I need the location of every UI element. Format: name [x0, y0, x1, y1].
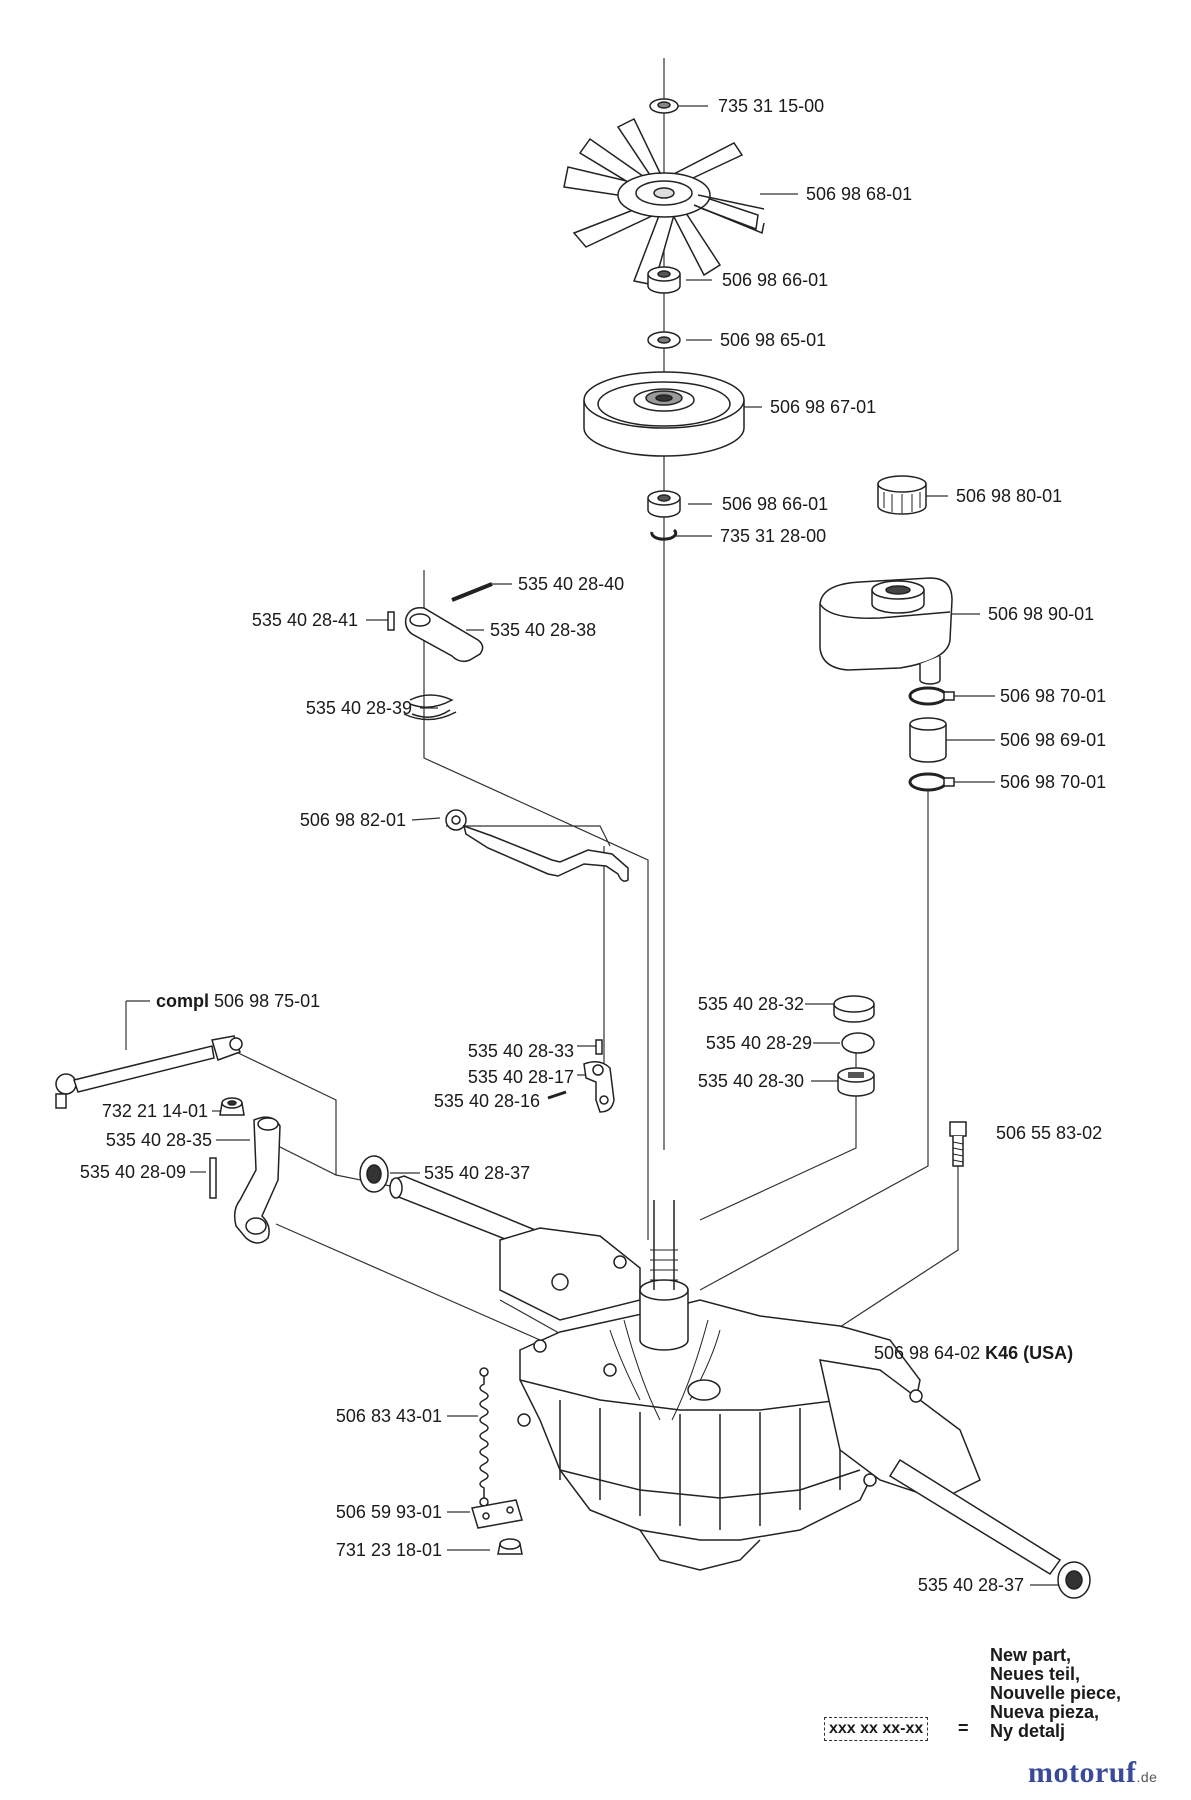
part-label: 535 40 28-37: [917, 1575, 1024, 1595]
hose: [910, 718, 946, 762]
control-arm: [548, 1062, 614, 1112]
part-label: 535 40 28-17: [467, 1067, 574, 1087]
part-label: 535 40 28-40: [518, 574, 625, 594]
part-label: 506 98 70-01: [1000, 772, 1107, 792]
circlip: [652, 530, 676, 539]
part-label: 732 21 14-01: [101, 1101, 208, 1121]
tie-rod: [56, 1036, 242, 1108]
part-label: 535 40 28-33: [467, 1041, 574, 1061]
part-label: 731 23 18-01: [335, 1540, 442, 1560]
bypass-arm: [388, 584, 492, 720]
washer: [648, 332, 680, 348]
steering-arm: [235, 1117, 280, 1243]
hose-clamp-lower: [910, 774, 954, 790]
brand-watermark: motoruf.de: [1028, 1756, 1157, 1790]
compl-prefix: compl: [156, 991, 210, 1011]
hose-clamp-upper: [910, 688, 954, 704]
part-label: 506 83 43-01: [335, 1406, 442, 1426]
return-spring: [480, 1368, 488, 1506]
part-label: 506 55 83-02: [996, 1123, 1103, 1143]
hex-nut: [498, 1539, 522, 1554]
pin-small: [596, 1040, 602, 1054]
tank-cap: [878, 476, 926, 514]
part-label-compl: compl 506 98 75-01: [156, 991, 320, 1011]
brand-tld: .de: [1136, 1769, 1158, 1785]
legend-line: Nueva pieza,: [990, 1702, 1100, 1722]
part-label-housing: 506 98 64-02 K46 (USA): [874, 1343, 1073, 1363]
expansion-tank: [820, 578, 952, 684]
spring-bracket: [472, 1500, 522, 1528]
legend-line: New part,: [990, 1645, 1072, 1665]
spacer-upper: [648, 267, 680, 293]
legend-line: Neues teil,: [990, 1664, 1081, 1684]
part-label: 535 40 28-38: [490, 620, 597, 640]
part-label: 535 40 28-30: [697, 1071, 804, 1091]
part-label: 506 98 66-01: [722, 270, 829, 290]
part-label: 535 40 28-29: [705, 1033, 812, 1053]
legend-line: Nouvelle piece,: [990, 1683, 1122, 1703]
pulley: [584, 372, 744, 456]
new-part-legend: New part, Neues teil, Nouvelle piece, Nu…: [990, 1646, 1121, 1741]
part-label: 735 31 28-00: [720, 526, 827, 546]
plug: [834, 996, 874, 1022]
cooling-fan: [564, 119, 764, 285]
part-label: 735 31 15-00: [718, 96, 825, 116]
part-label: 506 98 68-01: [806, 184, 913, 204]
lock-nut: [220, 1098, 244, 1115]
top-nut: [650, 99, 678, 113]
pin-long: [210, 1158, 216, 1198]
shaft-seal-right: [1058, 1562, 1090, 1598]
part-label: 506 98 80-01: [956, 486, 1063, 506]
part-label: 506 98 90-01: [988, 604, 1095, 624]
shaft-seal-left: [360, 1156, 388, 1192]
brand-name: motoruf: [1028, 1756, 1137, 1789]
transmission-housing: [390, 1176, 1060, 1574]
bolt: [950, 1122, 966, 1166]
part-label: 506 98 82-01: [299, 810, 406, 830]
part-label: 535 40 28-35: [105, 1130, 212, 1150]
part-label: 506 98 66-01: [722, 494, 829, 514]
part-label: 506 98 70-01: [1000, 686, 1107, 706]
valve-cap: [838, 1068, 874, 1096]
part-label: 506 98 65-01: [720, 330, 827, 350]
part-label: 506 98 69-01: [1000, 730, 1107, 750]
spacer-lower: [648, 491, 680, 517]
model-note: K46 (USA): [985, 1343, 1074, 1363]
part-label: 535 40 28-37: [424, 1163, 531, 1183]
o-ring: [842, 1033, 874, 1053]
part-label: 535 40 28-16: [433, 1091, 540, 1111]
legend-line: Ny detalj: [990, 1721, 1066, 1741]
part-label: 535 40 28-39: [305, 698, 412, 718]
new-part-sample: xxx xx xx-xx: [824, 1717, 929, 1741]
part-label: 535 40 28-32: [697, 994, 804, 1014]
part-number: 506 98 64-02: [874, 1343, 981, 1363]
part-number: 506 98 75-01: [214, 991, 321, 1011]
part-label: 535 40 28-41: [251, 610, 358, 630]
part-label: 506 98 67-01: [770, 397, 877, 417]
equals-sign: =: [958, 1718, 969, 1738]
part-label: 506 59 93-01: [335, 1502, 442, 1522]
part-label: 535 40 28-09: [79, 1162, 186, 1182]
link-rod: [446, 810, 628, 881]
